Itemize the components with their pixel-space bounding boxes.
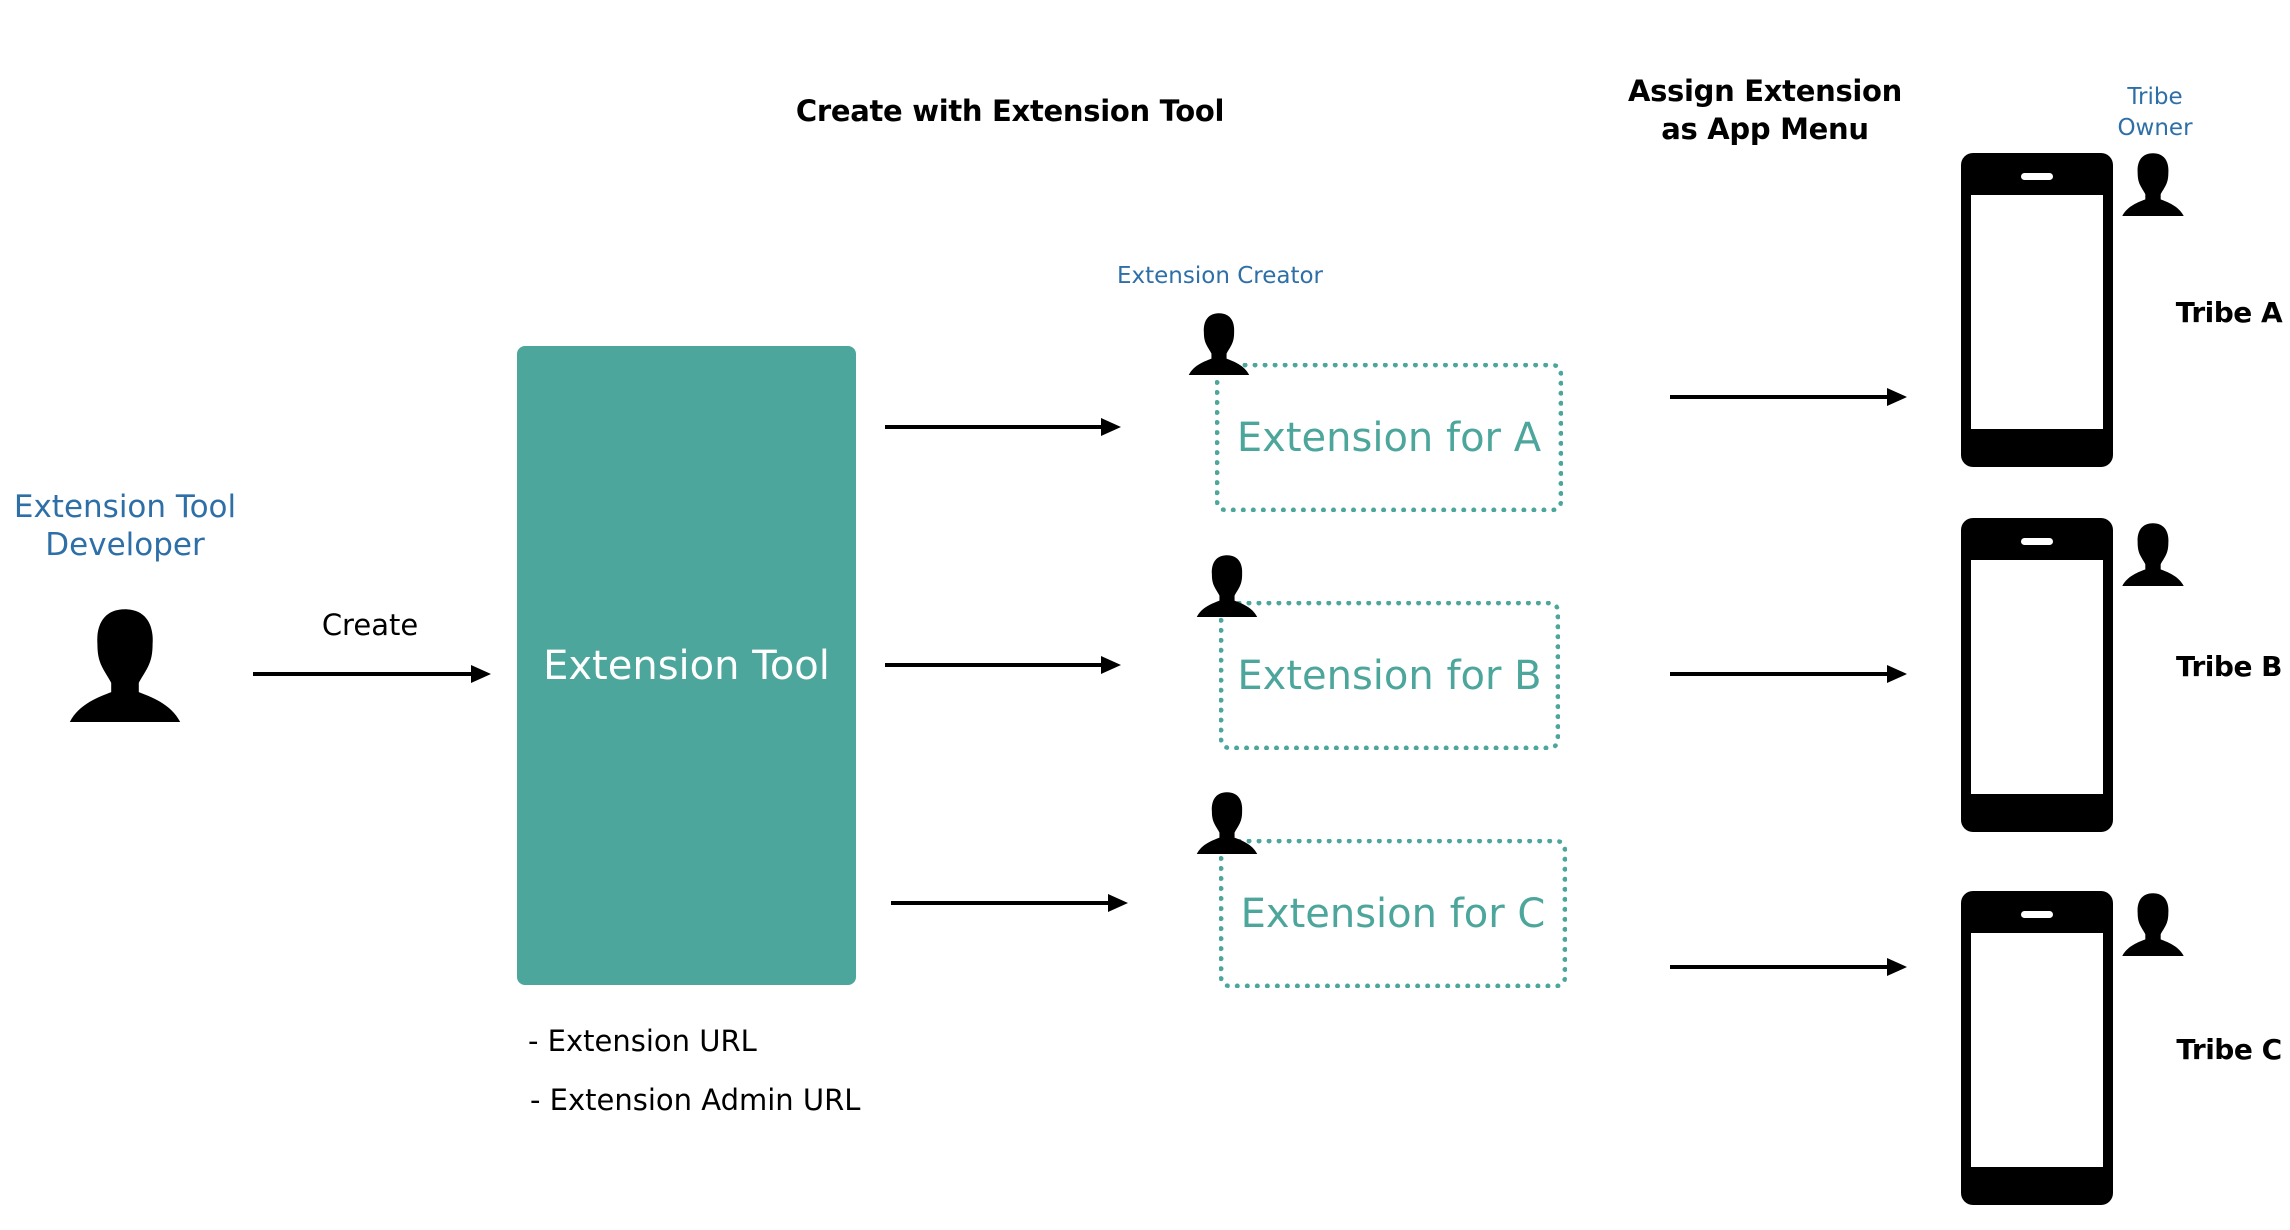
tribe-owner-line2: Owner [2117, 115, 2193, 141]
extension-tool-label: Extension Tool [543, 642, 830, 689]
tribe-a-phone-icon [1961, 153, 2113, 467]
create-label: Create [321, 608, 419, 642]
arrow-tool-to-a-head [1101, 418, 1121, 436]
diagram-title: Create with Extension Tool [795, 94, 1225, 128]
extension-box-c: Extension for C [1219, 839, 1567, 988]
tribe-label-a: Tribe A [2175, 296, 2283, 329]
tribe-label-b: Tribe B [2175, 650, 2283, 683]
extension-creator-label: Extension Creator [1116, 263, 1324, 289]
arrow-a-to-tribe-head [1887, 388, 1907, 406]
assign-heading-line1: Assign Extension [1627, 74, 1903, 108]
tribe-label-c: Tribe C [2176, 1033, 2282, 1066]
extension-label-c: Extension for C [1240, 890, 1546, 937]
tool-note-extension-url: - Extension URL [528, 1024, 757, 1058]
assign-heading: Assign Extension as App Menu [1580, 72, 1950, 148]
tribe-owner-label: Tribe Owner [2090, 82, 2220, 144]
owner-a-person-icon [2122, 153, 2184, 216]
tribe-c-phone-icon [1961, 891, 2113, 1205]
extension-label-a: Extension for A [1236, 414, 1542, 461]
owner-b-person-icon [2122, 523, 2184, 586]
arrow-b-to-tribe-head [1887, 665, 1907, 683]
developer-label-line1: Extension Tool [13, 489, 237, 525]
arrow-c-to-tribe-head [1887, 958, 1907, 976]
extension-label-b: Extension for B [1237, 652, 1542, 699]
create-arrow-head [471, 665, 491, 683]
developer-person-icon [69, 609, 181, 722]
developer-label-line2: Developer [45, 527, 205, 563]
tribe-owner-line1: Tribe [2127, 84, 2183, 110]
creator-b-person-icon [1196, 555, 1258, 617]
arrow-tool-to-b-head [1101, 656, 1121, 674]
creator-c-person-icon [1196, 792, 1258, 854]
developer-label: Extension Tool Developer [0, 488, 250, 564]
arrow-tool-to-c-head [1108, 894, 1128, 912]
extension-tool-box: Extension Tool [517, 346, 856, 985]
creator-a-person-icon [1188, 313, 1250, 375]
tool-note-extension-admin-url: - Extension Admin URL [530, 1083, 861, 1117]
tribe-b-phone-icon [1961, 518, 2113, 832]
extension-box-b: Extension for B [1219, 601, 1560, 750]
owner-c-person-icon [2122, 893, 2184, 956]
extension-box-a: Extension for A [1215, 363, 1563, 512]
assign-heading-line2: as App Menu [1661, 112, 1869, 146]
